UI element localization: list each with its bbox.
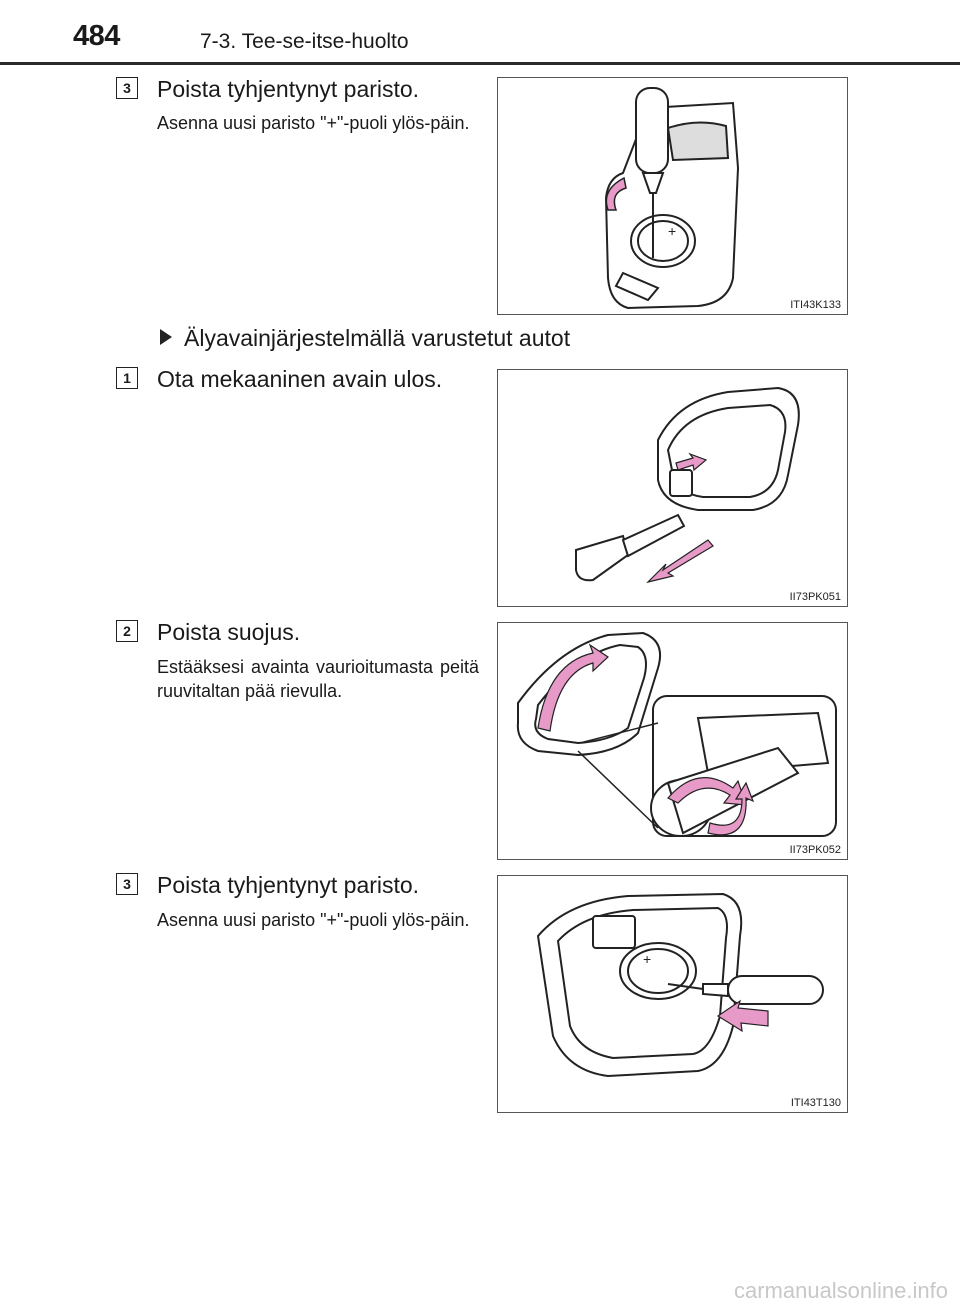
figure-code: ITI43K133 xyxy=(790,299,841,311)
subsection-heading: Älyavainjärjestelmällä varustetut autot xyxy=(160,325,570,352)
svg-text:+: + xyxy=(643,951,651,967)
step-title: Poista suojus. xyxy=(157,619,301,645)
cover-removal-illustration xyxy=(516,631,837,837)
figure-code: ITI43T130 xyxy=(790,1097,841,1109)
step-number-badge: 1 xyxy=(116,367,138,389)
step-note: Estääksesi avainta vaurioitumasta peitä … xyxy=(157,657,479,701)
smart-key-illustration xyxy=(575,386,800,584)
page-number: 484 xyxy=(73,20,120,52)
figure-remove-cover: II73PK052 xyxy=(497,622,848,860)
figure-remove-mechanical-key: II73PK051 xyxy=(497,369,848,607)
figure-code: II73PK052 xyxy=(789,844,841,856)
subsection-title: Älyavainjärjestelmällä varustetut autot xyxy=(184,325,571,351)
smart-key-battery-illustration: + xyxy=(536,892,824,1078)
step-number-badge: 2 xyxy=(116,620,138,642)
step-note: Asenna uusi paristo "+"-puoli ylös-päin. xyxy=(157,113,470,133)
step-title: Ota mekaaninen avain ulos. xyxy=(157,366,443,392)
step-title: Poista tyhjentynyt paristo. xyxy=(157,872,420,898)
step-number-badge: 3 xyxy=(116,873,138,895)
triangle-bullet-icon xyxy=(160,329,172,345)
step-number-badge: 3 xyxy=(116,77,138,99)
step-title: Poista tyhjentynyt paristo. xyxy=(157,76,420,102)
page-header: 484 7-3. Tee-se-itse-huolto xyxy=(0,0,960,66)
figure-battery-removal-smart-key: + ITI43T130 xyxy=(497,875,848,1113)
step-note: Asenna uusi paristo "+"-puoli ylös-päin. xyxy=(157,910,470,930)
figure-battery-removal-mechanical-key: + ITI43K133 xyxy=(497,77,848,315)
section-title: 7-3. Tee-se-itse-huolto xyxy=(200,30,409,53)
key-fob-battery-illustration: + xyxy=(604,87,740,310)
header-rule xyxy=(0,62,960,65)
figure-code: II73PK051 xyxy=(789,591,841,603)
svg-text:+: + xyxy=(668,223,676,239)
watermark: carmanualsonline.info xyxy=(733,1278,948,1303)
